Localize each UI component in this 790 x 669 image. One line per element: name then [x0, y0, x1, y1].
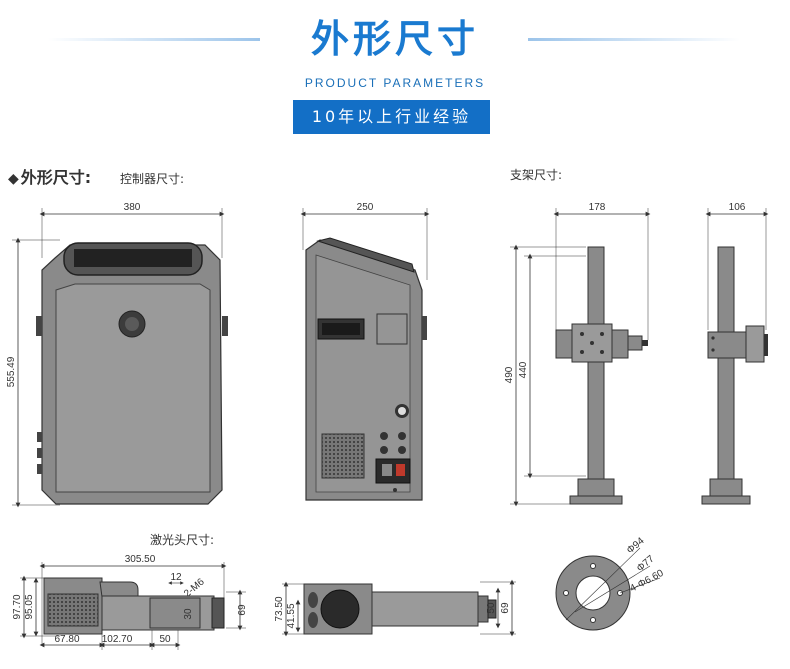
page-title: 外形尺寸	[310, 17, 479, 61]
controller-size-label: 控制器尺寸:	[120, 172, 185, 186]
dim-bracket-width: 178	[589, 202, 606, 213]
dim-head-seg2: 102.70	[102, 634, 133, 645]
bracket-front-view: 178 490 440	[504, 202, 651, 507]
dim-side-w1: 50	[486, 602, 497, 614]
flange-view: Φ94 Φ77 4-Φ6.60	[555, 535, 666, 631]
laser-head-side-view: 73.50 41.55 50 69	[274, 579, 516, 637]
dim-ctrl-depth: 250	[357, 202, 374, 213]
dim-bracket-side-width: 106	[729, 202, 746, 213]
dim-head-right: 69	[237, 604, 248, 616]
dim-head-h2: 95.05	[24, 594, 35, 619]
experience-badge: 10年以上行业经验	[293, 100, 490, 134]
dim-ctrl-height: 555.49	[6, 356, 17, 387]
laser-head-top-view: 305.50 97.70 95.05 67.80 102.70 50 12 2-…	[12, 554, 248, 650]
dim-bracket-height-total: 490	[504, 366, 515, 383]
section-heading-text: 外形尺寸:	[20, 168, 92, 187]
bracket-size-label: 支架尺寸:	[510, 168, 563, 182]
title-line-right	[528, 38, 740, 41]
dim-bracket-height-inner: 440	[518, 361, 529, 378]
dim-head-h1: 97.70	[12, 594, 23, 619]
dim-flange-holes: 4-Φ6.60	[628, 568, 666, 595]
laser-head-size-label: 激光头尺寸:	[150, 533, 215, 547]
dim-head-seg1: 67.80	[54, 634, 79, 645]
dim-side-w2: 69	[500, 602, 511, 614]
section-heading: ◆外形尺寸:	[8, 164, 91, 188]
dim-side-h2: 41.55	[286, 603, 297, 628]
controller-front-view: 380 555.49	[6, 202, 228, 508]
page-subtitle: PRODUCT PARAMETERS	[304, 76, 486, 90]
dim-head-inner: 30	[183, 608, 194, 620]
controller-side-view: 250	[300, 202, 430, 501]
dim-ctrl-width: 380	[124, 202, 141, 213]
dim-head-length: 305.50	[125, 554, 156, 565]
bracket-side-view: 106	[701, 202, 769, 505]
dim-head-thread: 12	[170, 572, 182, 583]
dim-flange-d1: Φ94	[625, 535, 647, 556]
diamond-icon: ◆	[8, 171, 19, 187]
dim-head-seg3: 50	[159, 634, 171, 645]
title-line-left	[48, 38, 260, 41]
dim-side-h1: 73.50	[274, 596, 285, 621]
